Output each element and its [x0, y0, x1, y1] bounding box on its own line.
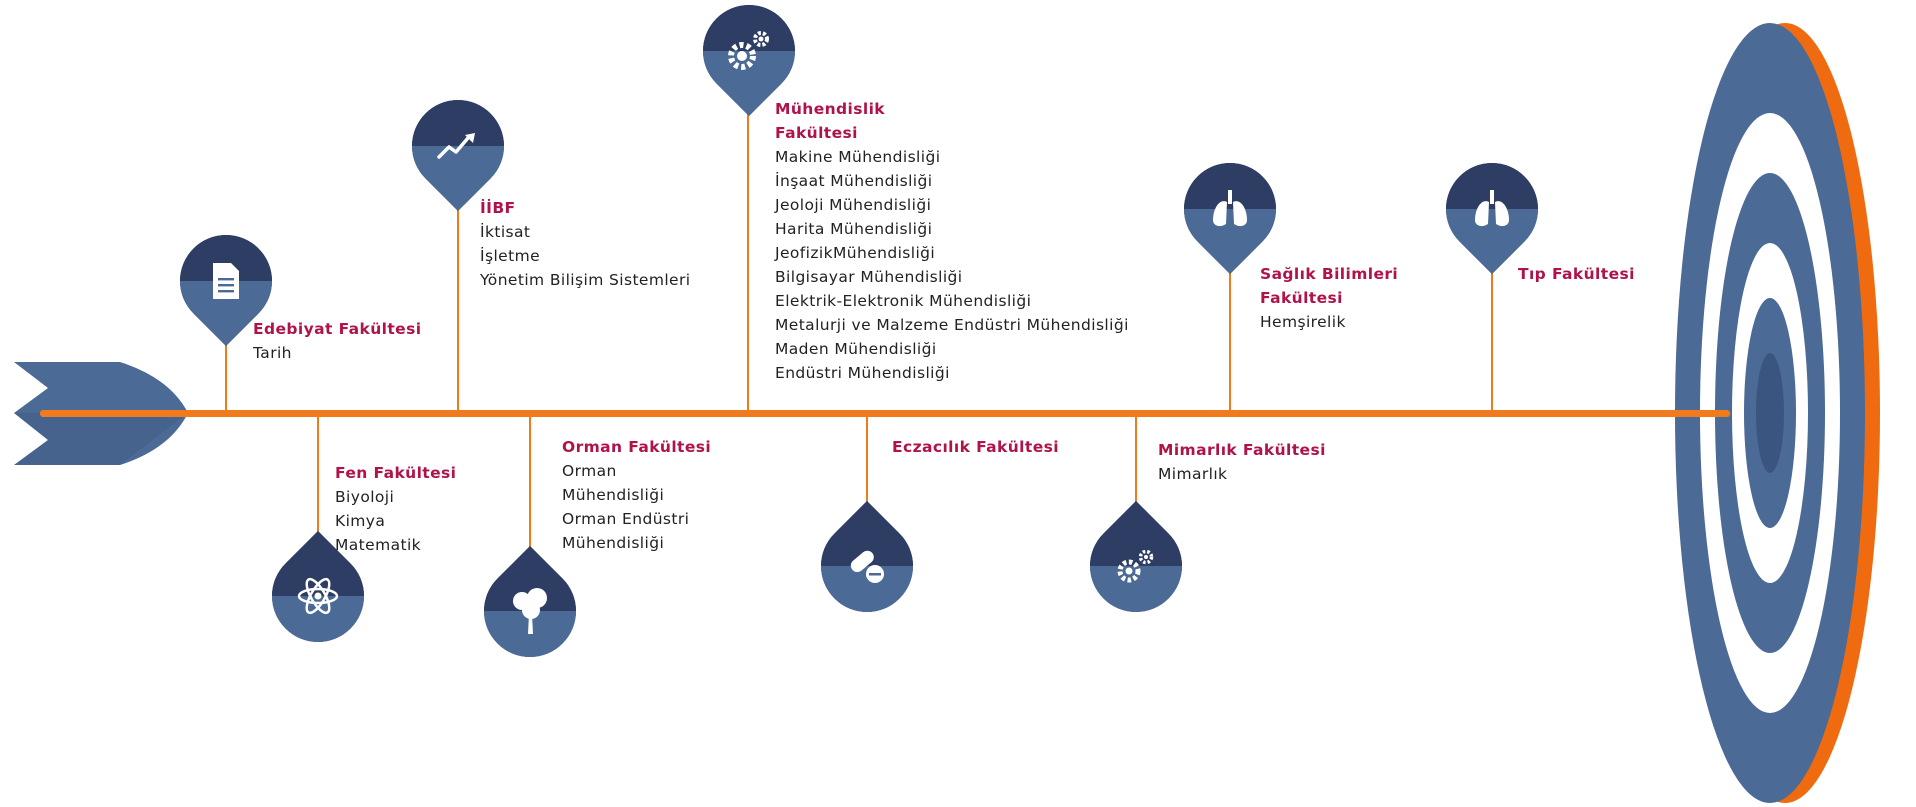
document-icon — [213, 263, 239, 299]
arrow-tail-lower — [14, 413, 188, 465]
gears-icon — [728, 31, 769, 71]
label-saglik: Sağlık Bilimleri Fakültesi Hemşirelik — [1260, 262, 1398, 334]
stem-fen — [317, 417, 319, 565]
target-icon — [1675, 23, 1880, 803]
pin-orman — [464, 545, 596, 677]
faculty-title: Orman Fakültesi — [562, 438, 712, 456]
program-item: Endüstri Mühendisliği — [775, 364, 950, 382]
timeline-axis — [40, 410, 1730, 417]
program-item: Kimya — [335, 512, 386, 530]
faculty-title: İİBF — [480, 199, 516, 217]
program-item: Makine Mühendisliği — [775, 148, 941, 166]
program-item: Biyoloji — [335, 488, 395, 506]
faculty-title: Mühendislik — [775, 100, 886, 118]
program-item: Mühendisliği — [562, 486, 665, 504]
label-eczacilik: Eczacılık Fakültesi — [892, 435, 1059, 459]
stem-ibf — [457, 180, 459, 412]
stem-orman — [529, 417, 531, 579]
program-item: Bilgisayar Mühendisliği — [775, 268, 963, 286]
stem-tip — [1491, 248, 1493, 412]
program-item: Harita Mühendisliği — [775, 220, 933, 238]
faculty-title: Fakültesi — [1260, 289, 1343, 307]
faculty-title: Fakültesi — [775, 124, 858, 142]
program-item: Jeoloji Mühendisliği — [775, 196, 932, 214]
stem-saglik — [1229, 248, 1231, 412]
program-item: Orman Endüstri — [562, 510, 690, 528]
tree-icon — [513, 588, 547, 634]
label-ibf: İİBF İktisat İşletme Yönetim Bilişim Sis… — [480, 196, 690, 292]
program-item: Mühendisliği — [562, 534, 665, 552]
faculty-title: Sağlık Bilimleri — [1260, 265, 1399, 283]
pin-tip — [1426, 143, 1558, 275]
faculty-title: Tıp Fakültesi — [1518, 265, 1635, 283]
label-orman: Orman Fakültesi Orman Mühendisliği Orman… — [562, 435, 711, 555]
program-item: Orman — [562, 462, 617, 480]
pin-fen — [252, 530, 384, 662]
faculty-title: Mimarlık Fakültesi — [1158, 441, 1326, 459]
pin-edebiyat — [160, 215, 292, 347]
trend-chart-icon — [437, 133, 475, 159]
faculty-title: Fen Fakültesi — [335, 464, 457, 482]
label-mimarlik: Mimarlık Fakültesi Mimarlık — [1158, 438, 1326, 486]
lungs-icon — [1475, 190, 1509, 227]
arrow-tail-icon — [14, 362, 188, 413]
program-item: Maden Mühendisliği — [775, 340, 937, 358]
stem-mimarlik — [1135, 417, 1137, 535]
program-item: Yönetim Bilişim Sistemleri — [480, 271, 691, 289]
program-item: JeofizikMühendisliği — [775, 244, 936, 262]
program-item: Elektrik-Elektronik Mühendisliği — [775, 292, 1032, 310]
stem-muhendislik — [747, 95, 749, 412]
pills-icon — [850, 550, 884, 583]
pin-eczacilik — [801, 500, 933, 632]
program-item: Tarih — [253, 344, 292, 362]
label-fen: Fen Fakültesi Biyoloji Kimya Matematik — [335, 461, 456, 557]
stem-edebiyat — [225, 320, 227, 412]
pin-ibf — [392, 80, 524, 212]
program-item: İktisat — [480, 223, 531, 241]
program-item: Metalurji ve Malzeme Endüstri Mühendisli… — [775, 316, 1129, 334]
pin-saglik — [1164, 143, 1296, 275]
label-muhendislik: Mühendislik Fakültesi Makine Mühendisliğ… — [775, 97, 1129, 385]
faculty-title: Edebiyat Fakültesi — [253, 320, 422, 338]
program-item: Matematik — [335, 536, 422, 554]
lungs-icon — [1213, 190, 1247, 227]
program-item: Hemşirelik — [1260, 313, 1346, 331]
faculty-title: Eczacılık Fakültesi — [892, 438, 1059, 456]
pin-muhendislik — [683, 0, 815, 117]
stem-eczacilik — [866, 417, 868, 535]
atom-icon — [297, 577, 339, 615]
program-item: Mimarlık — [1158, 465, 1228, 483]
pin-mimarlik — [1070, 500, 1202, 632]
program-item: İnşaat Mühendisliği — [775, 172, 933, 190]
program-item: İşletme — [480, 247, 541, 265]
label-tip: Tıp Fakültesi — [1518, 262, 1635, 286]
label-edebiyat: Edebiyat Fakültesi Tarih — [253, 317, 421, 365]
gears-icon — [1117, 549, 1154, 583]
